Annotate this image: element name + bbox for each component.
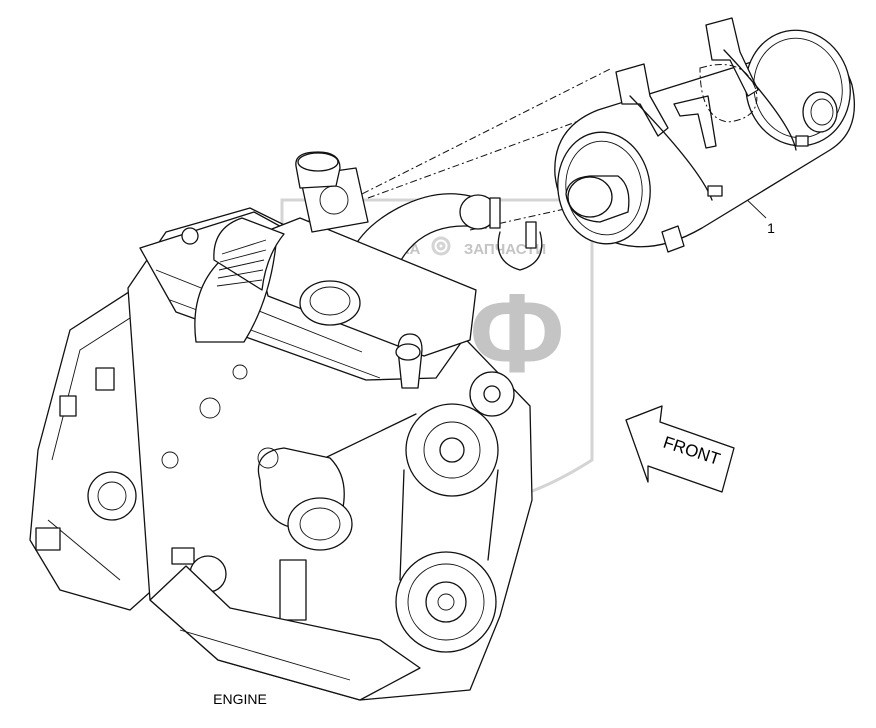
engine-label: ENGINE [213, 691, 267, 707]
callout-1: 1 [767, 220, 775, 236]
front-direction-indicator: FRONT [625, 405, 735, 493]
gear-icon [431, 236, 451, 256]
arrow-left-icon [625, 405, 735, 493]
engine-block [29, 151, 533, 701]
air-cleaner-assembly [554, 17, 856, 253]
corrugated-hose [213, 217, 285, 291]
